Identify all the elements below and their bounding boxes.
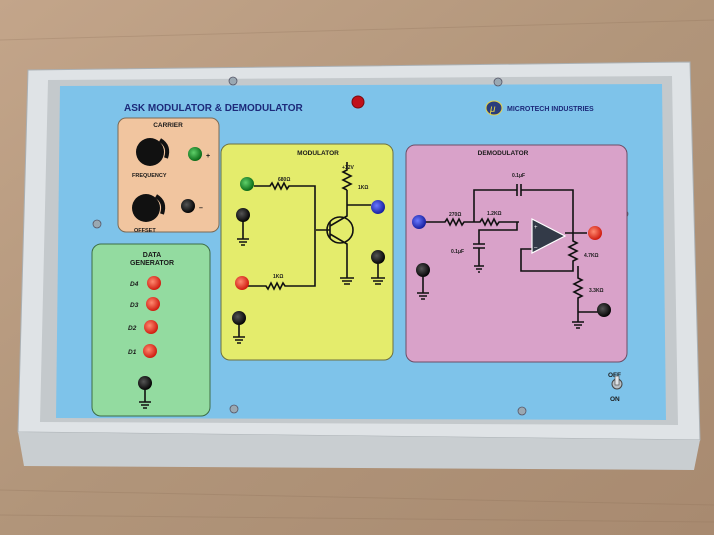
ground-socket[interactable]	[232, 311, 246, 325]
collector-resistor-label: 1KΩ	[358, 185, 368, 191]
data-generator-heading: DATA	[143, 252, 161, 259]
d2-label: D2	[128, 325, 137, 332]
toggle-lever[interactable]	[614, 375, 620, 386]
data-generator-section: DATA GENERATOR D4 D3 D2 D1	[91, 243, 211, 417]
demodulator-heading: DEMODULATOR	[478, 150, 529, 157]
ground-capacitor-label: 0.1μF	[451, 249, 464, 255]
feedback-capacitor-label: 0.1μF	[512, 173, 525, 179]
brand-name: MICROTECH INDUSTRIES	[507, 106, 594, 113]
d4-socket[interactable]	[147, 276, 161, 290]
demodulator-section: DEMODULATOR + – 0.1μF 270Ω 1.2KΩ 0.1μF 4…	[405, 144, 628, 363]
demod-input-socket[interactable]	[412, 215, 426, 229]
panel-title: ASK MODULATOR & DEMODULATOR	[124, 103, 303, 114]
ground-socket[interactable]	[236, 208, 250, 222]
data-generator-heading: GENERATOR	[130, 260, 174, 267]
wood-grain	[0, 19, 714, 523]
case-front-lip	[18, 432, 700, 470]
carrier-plus-socket[interactable]	[188, 147, 202, 161]
demod-output-socket[interactable]	[588, 226, 602, 240]
ground-socket[interactable]	[416, 263, 430, 277]
ground-socket[interactable]	[371, 250, 385, 264]
carrier-heading: CARRIER	[153, 122, 183, 129]
ask-output-socket[interactable]	[371, 200, 385, 214]
screw-icon	[493, 77, 503, 87]
d4-label: D4	[130, 281, 139, 288]
modulator-section: MODULATOR 680Ω 1KΩ +12V 1KΩ	[220, 143, 394, 361]
frequency-label: FREQUENCY	[132, 173, 167, 179]
carrier-section: CARRIER FREQUENCY OFFSET + –	[117, 117, 220, 234]
plus-sign: +	[206, 153, 210, 160]
resistor-3-3k-label: 3.3KΩ	[589, 288, 604, 294]
supply-label: +12V	[342, 165, 354, 171]
switch-on-label: ON	[610, 396, 620, 403]
d3-label: D3	[130, 302, 139, 309]
ground-socket[interactable]	[597, 303, 611, 317]
screw-icon	[228, 76, 238, 86]
opamp-icon	[531, 218, 567, 254]
ground-icon	[139, 390, 151, 409]
screw-icon	[517, 406, 527, 416]
brand-logo: μ	[485, 100, 503, 116]
data-input-socket[interactable]	[235, 276, 249, 290]
demodulator-schematic	[417, 184, 598, 329]
resistor-1-2k-label: 1.2KΩ	[487, 211, 502, 217]
power-led	[351, 95, 365, 109]
d2-socket[interactable]	[144, 320, 158, 334]
opamp-minus: –	[534, 245, 538, 251]
resistor-270-label: 270Ω	[449, 212, 461, 218]
d3-socket[interactable]	[146, 297, 160, 311]
resistor-4-7k-label: 4.7KΩ	[584, 253, 599, 259]
ground-socket[interactable]	[138, 376, 152, 390]
svg-text:μ: μ	[489, 104, 496, 115]
offset-knob[interactable]	[132, 194, 166, 222]
d1-socket[interactable]	[143, 344, 157, 358]
screw-icon	[92, 219, 102, 229]
transistor-icon	[326, 216, 354, 244]
modulator-schematic	[233, 162, 385, 344]
frequency-knob[interactable]	[136, 138, 170, 166]
offset-label: OFFSET	[134, 228, 156, 234]
opamp-plus: +	[534, 225, 538, 231]
switch-off-label: OFF	[608, 372, 621, 379]
power-switch[interactable]: OFF ON	[608, 372, 623, 403]
carrier-input-socket[interactable]	[240, 177, 254, 191]
resistor-1k-label: 1KΩ	[273, 274, 283, 280]
resistor-680-label: 680Ω	[278, 177, 290, 183]
minus-sign: –	[199, 205, 203, 212]
carrier-minus-socket[interactable]	[181, 199, 195, 213]
modulator-heading: MODULATOR	[297, 150, 339, 157]
screw-icon	[229, 404, 239, 414]
d1-label: D1	[128, 349, 137, 356]
